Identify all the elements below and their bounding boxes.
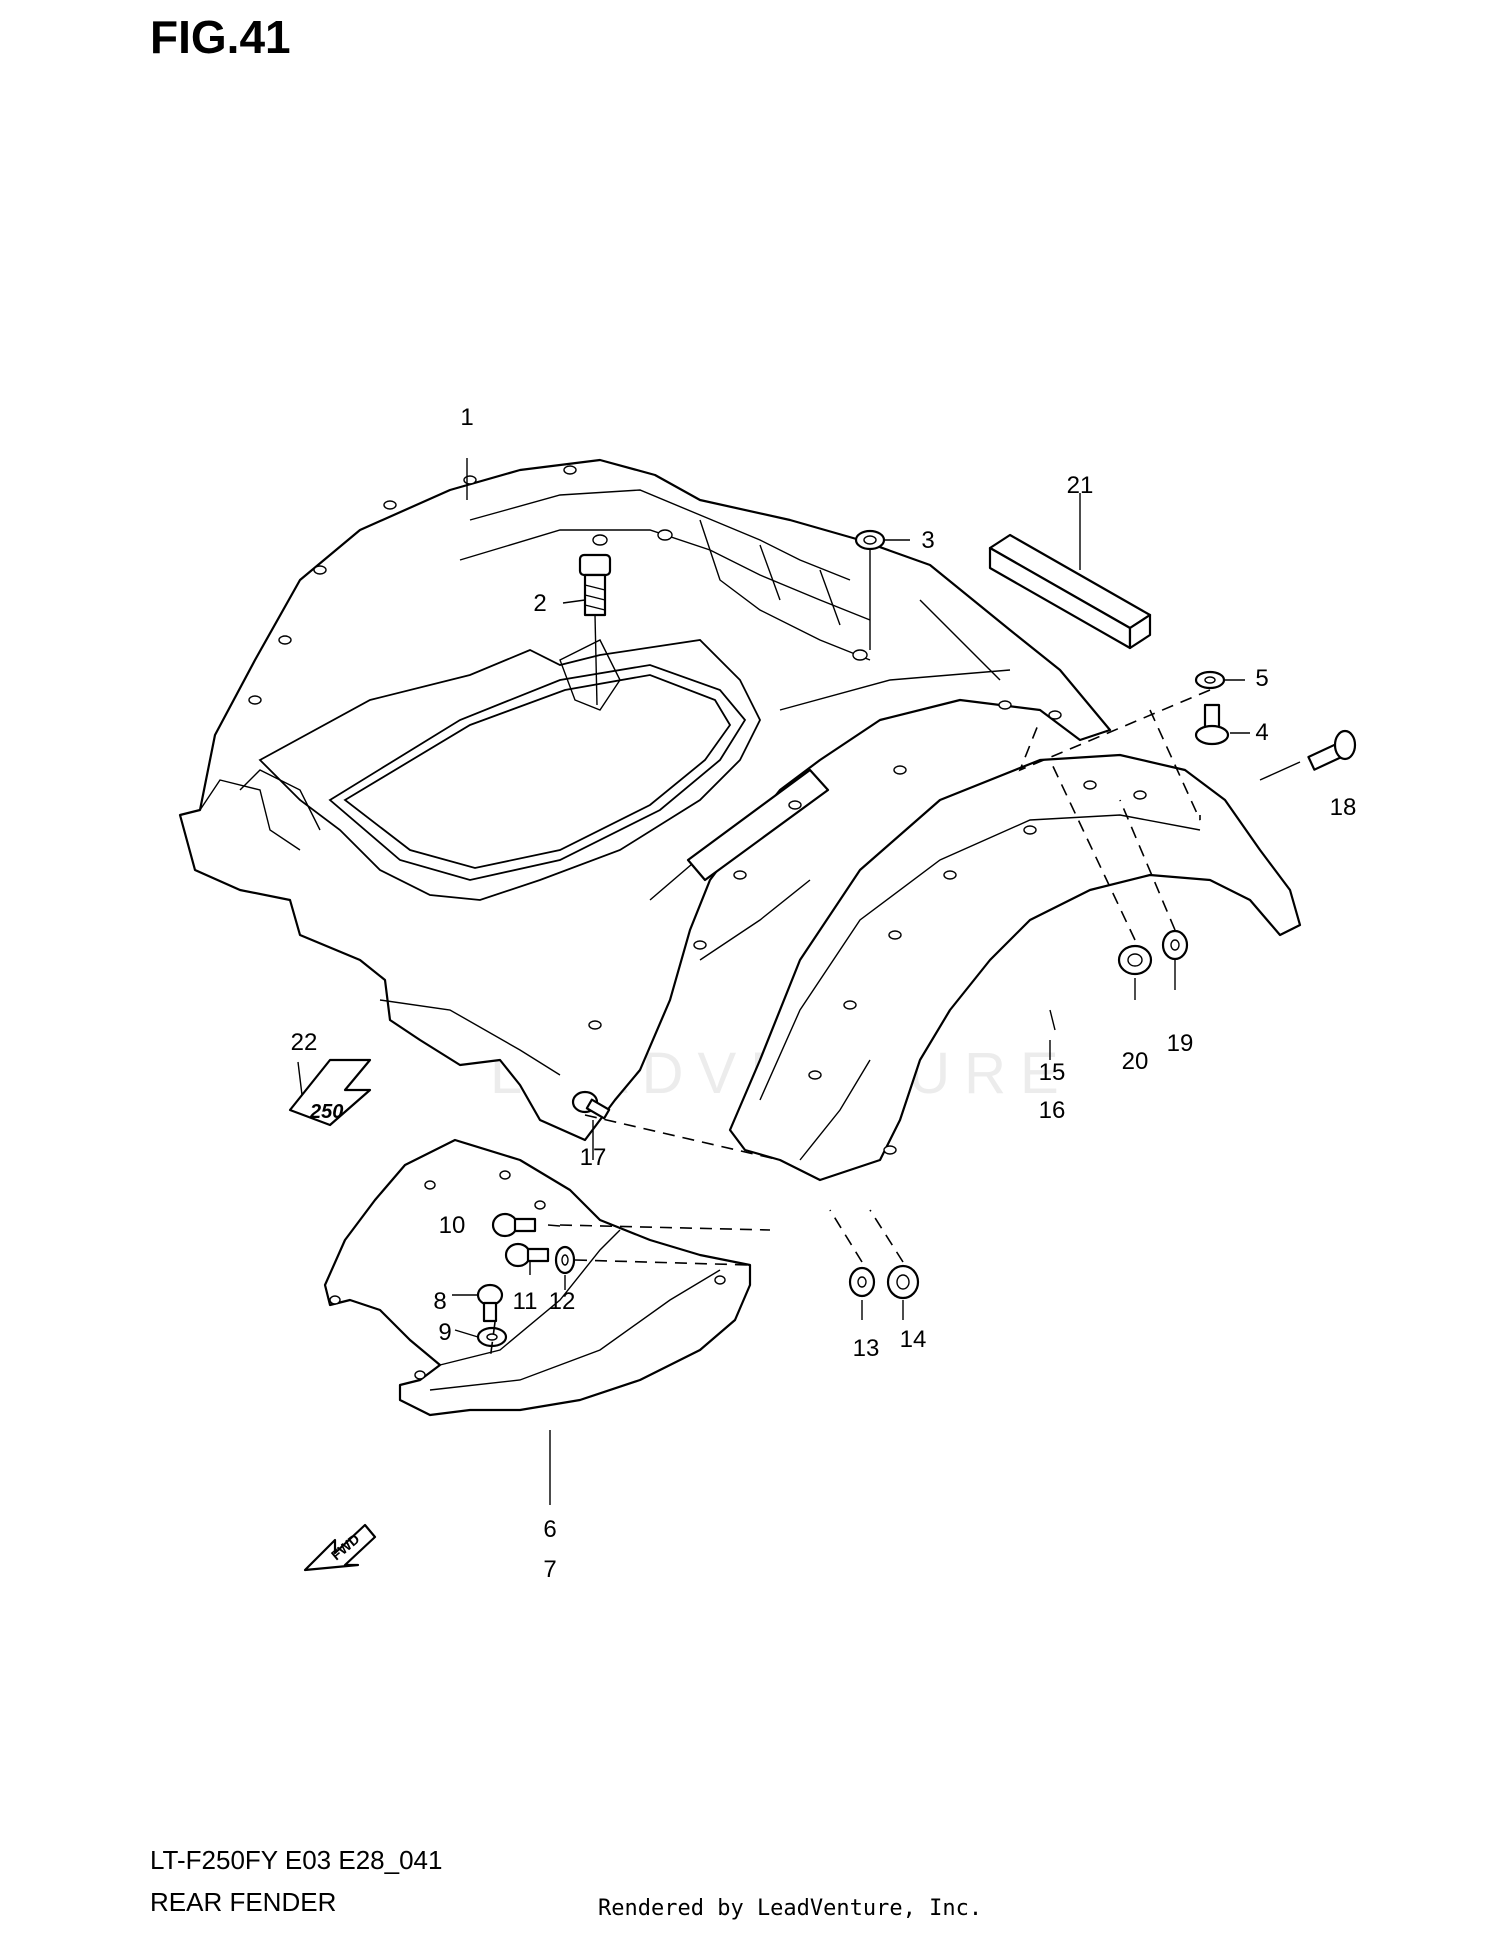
fender-flare-part-15-16 bbox=[728, 753, 1302, 1182]
mud-flap-part-6-7 bbox=[323, 1138, 752, 1417]
screw-part-17 bbox=[571, 1090, 611, 1120]
decal-text: 250 bbox=[309, 1101, 343, 1123]
callout-15: 15 bbox=[1038, 1059, 1066, 1086]
callout-11: 11 bbox=[512, 1288, 538, 1315]
callout-9: 9 bbox=[438, 1319, 452, 1346]
washer-part-13 bbox=[848, 1266, 876, 1298]
decal-part-22: 250 bbox=[288, 1058, 372, 1127]
assembly-lines bbox=[489, 689, 1211, 1361]
bolt-part-2 bbox=[578, 553, 612, 617]
callout-8: 8 bbox=[433, 1288, 447, 1315]
callout-1: 1 bbox=[460, 404, 474, 431]
washer-part-19 bbox=[1161, 929, 1189, 961]
callout-21: 21 bbox=[1066, 472, 1094, 499]
callout-3: 3 bbox=[921, 527, 935, 554]
callout-6: 6 bbox=[543, 1516, 557, 1543]
bolt-part-4 bbox=[1194, 703, 1230, 746]
figure-title: FIG.41 bbox=[150, 11, 291, 63]
pad-part-21 bbox=[988, 533, 1152, 650]
grommet-part-3 bbox=[854, 529, 886, 551]
callout-5: 5 bbox=[1255, 665, 1269, 692]
callout-16: 16 bbox=[1038, 1097, 1066, 1124]
callout-14: 14 bbox=[899, 1326, 927, 1353]
callout-7: 7 bbox=[543, 1556, 557, 1583]
callout-20: 20 bbox=[1121, 1048, 1149, 1075]
rendered-by: Rendered by LeadVenture, Inc. bbox=[598, 1896, 983, 1921]
washer-part-12 bbox=[554, 1245, 576, 1275]
screw-part-8 bbox=[476, 1283, 504, 1323]
bolt-part-18 bbox=[1307, 729, 1357, 771]
nut-part-20 bbox=[1117, 944, 1153, 976]
screw-part-11 bbox=[504, 1242, 550, 1268]
callout-13: 13 bbox=[852, 1335, 880, 1362]
callout-22: 22 bbox=[290, 1029, 318, 1056]
section-name: REAR FENDER bbox=[150, 1887, 337, 1917]
screw-part-10 bbox=[491, 1212, 537, 1238]
callout-4: 4 bbox=[1255, 719, 1269, 746]
leader-lines bbox=[297, 458, 1301, 1505]
model-code: LT-F250FY E03 E28_041 bbox=[150, 1845, 443, 1875]
callout-18: 18 bbox=[1329, 794, 1357, 821]
callout-12: 12 bbox=[548, 1288, 576, 1315]
callout-17: 17 bbox=[579, 1144, 607, 1171]
washer-part-5 bbox=[1194, 670, 1226, 690]
callout-2: 2 bbox=[533, 590, 547, 617]
nut-part-14 bbox=[886, 1264, 920, 1300]
callout-10: 10 bbox=[438, 1212, 466, 1239]
fwd-arrow: FWD bbox=[303, 1523, 377, 1572]
callout-19: 19 bbox=[1166, 1030, 1194, 1057]
rear-fender-part-1 bbox=[178, 458, 1112, 1142]
